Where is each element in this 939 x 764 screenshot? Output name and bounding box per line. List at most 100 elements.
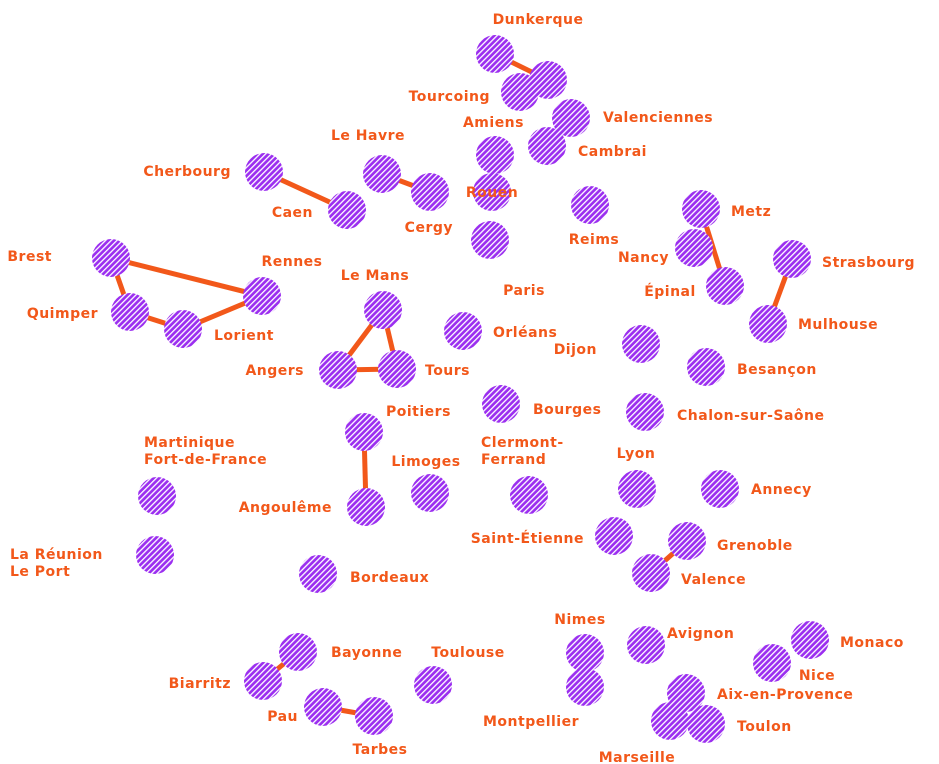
city-label-tours: Tours (425, 363, 470, 379)
city-label-clermont: Clermont-Ferrand (481, 435, 564, 468)
city-label-le-havre: Le Havre (331, 128, 405, 144)
city-label-besancon: Besançon (737, 362, 817, 378)
city-dot-clermont (510, 476, 548, 514)
city-dot-lorient (164, 310, 202, 348)
city-dot-rouen (473, 173, 511, 211)
city-dot-dunkerque (476, 35, 514, 73)
city-label-strasbourg: Strasbourg (822, 255, 915, 271)
city-label-chalon: Chalon-sur-Saône (677, 408, 825, 424)
city-dot-nimes (566, 634, 604, 672)
city-label-angouleme: Angoulême (239, 500, 332, 516)
city-label-bayonne: Bayonne (331, 645, 402, 661)
city-dot-cherbourg (245, 153, 283, 191)
city-dot-valence (632, 554, 670, 592)
city-dot-strasbourg (773, 240, 811, 278)
city-label-montpellier: Montpellier (483, 714, 579, 730)
city-label-avignon: Avignon (667, 626, 734, 642)
city-label-tourcoing: Tourcoing (409, 89, 490, 105)
city-label-aix: Aix-en-Provence (717, 687, 853, 703)
city-label-rouen: Rouen (466, 185, 518, 201)
city-dot-aix (667, 674, 705, 712)
city-label-rennes: Rennes (261, 254, 322, 270)
city-dot-poitiers (345, 413, 383, 451)
city-label-cambrai: Cambrai (578, 144, 647, 160)
city-dot-valenciennes (552, 99, 590, 137)
city-label-grenoble: Grenoble (717, 538, 793, 554)
city-dot-saint-etienne (595, 517, 633, 555)
city-dot-nice (753, 644, 791, 682)
city-label-poitiers: Poitiers (386, 404, 451, 420)
city-label-lyon: Lyon (617, 446, 656, 462)
city-label-angers: Angers (245, 363, 304, 379)
city-dot-orleans (444, 312, 482, 350)
city-dot-bourges (482, 385, 520, 423)
city-dot-annecy (701, 470, 739, 508)
city-label-limoges: Limoges (391, 454, 460, 470)
city-dot-bordeaux (299, 555, 337, 593)
city-dot-la-reunion (136, 536, 174, 574)
city-label-paris: Paris (503, 283, 545, 299)
city-label-saint-etienne: Saint-Étienne (471, 530, 584, 547)
city-label-toulon: Toulon (737, 719, 792, 735)
city-label-biarritz: Biarritz (169, 676, 231, 692)
city-dot-le-havre (363, 155, 401, 193)
city-dot-angouleme (347, 488, 385, 526)
city-dot-montpellier (566, 668, 604, 706)
city-dot-caen (328, 191, 366, 229)
city-dot-pau (304, 688, 342, 726)
city-dot-lyon (618, 470, 656, 508)
city-label-dunkerque: Dunkerque (493, 12, 584, 28)
city-dot-mulhouse (749, 305, 787, 343)
link-brest-rennes (110, 255, 263, 299)
city-dot-dijon (622, 325, 660, 363)
city-label-dijon: Dijon (554, 342, 597, 358)
city-dot-chalon (626, 393, 664, 431)
city-dot-rennes (243, 277, 281, 315)
city-dot-metz (682, 190, 720, 228)
city-label-nimes: Nimes (554, 612, 605, 628)
city-label-le-mans: Le Mans (341, 268, 409, 284)
links-layer (108, 51, 795, 719)
city-dot-angers (319, 351, 357, 389)
city-label-pau: Pau (267, 709, 298, 725)
city-label-cergy: Cergy (405, 220, 453, 236)
city-dot-toulon (687, 705, 725, 743)
city-label-amiens: Amiens (463, 115, 524, 131)
city-dot-cergy (411, 173, 449, 211)
city-dot-brest (92, 239, 130, 277)
city-dot-grenoble (668, 522, 706, 560)
city-label-valence: Valence (681, 572, 746, 588)
city-dot-tours (378, 350, 416, 388)
city-label-toulouse: Toulouse (431, 645, 505, 661)
city-label-marseille: Marseille (599, 750, 676, 764)
city-dot-nancy (675, 229, 713, 267)
city-label-cherbourg: Cherbourg (143, 164, 231, 180)
city-label-valenciennes: Valenciennes (603, 110, 713, 126)
city-label-epinal: Épinal (644, 283, 696, 300)
city-label-lorient: Lorient (214, 328, 274, 344)
city-dot-quimper (111, 293, 149, 331)
city-dot-biarritz (244, 662, 282, 700)
city-dot-reims (571, 186, 609, 224)
city-label-bourges: Bourges (533, 402, 602, 418)
city-label-caen: Caen (272, 205, 313, 221)
city-label-nancy: Nancy (618, 250, 669, 266)
city-label-reims: Reims (569, 232, 620, 248)
city-label-mulhouse: Mulhouse (798, 317, 878, 333)
city-label-orleans: Orléans (493, 325, 557, 341)
city-label-monaco: Monaco (840, 635, 904, 651)
city-dot-limoges (411, 474, 449, 512)
city-dot-paris (471, 221, 509, 259)
city-label-annecy: Annecy (751, 482, 812, 498)
city-dot-monaco (791, 621, 829, 659)
city-label-nice: Nice (799, 668, 835, 684)
city-dot-marseille (651, 702, 689, 740)
city-dot-martinique (138, 477, 176, 515)
city-dot-bayonne (279, 633, 317, 671)
city-label-brest: Brest (7, 249, 52, 265)
city-dot-avignon (627, 626, 665, 664)
city-dot-tarbes (355, 697, 393, 735)
